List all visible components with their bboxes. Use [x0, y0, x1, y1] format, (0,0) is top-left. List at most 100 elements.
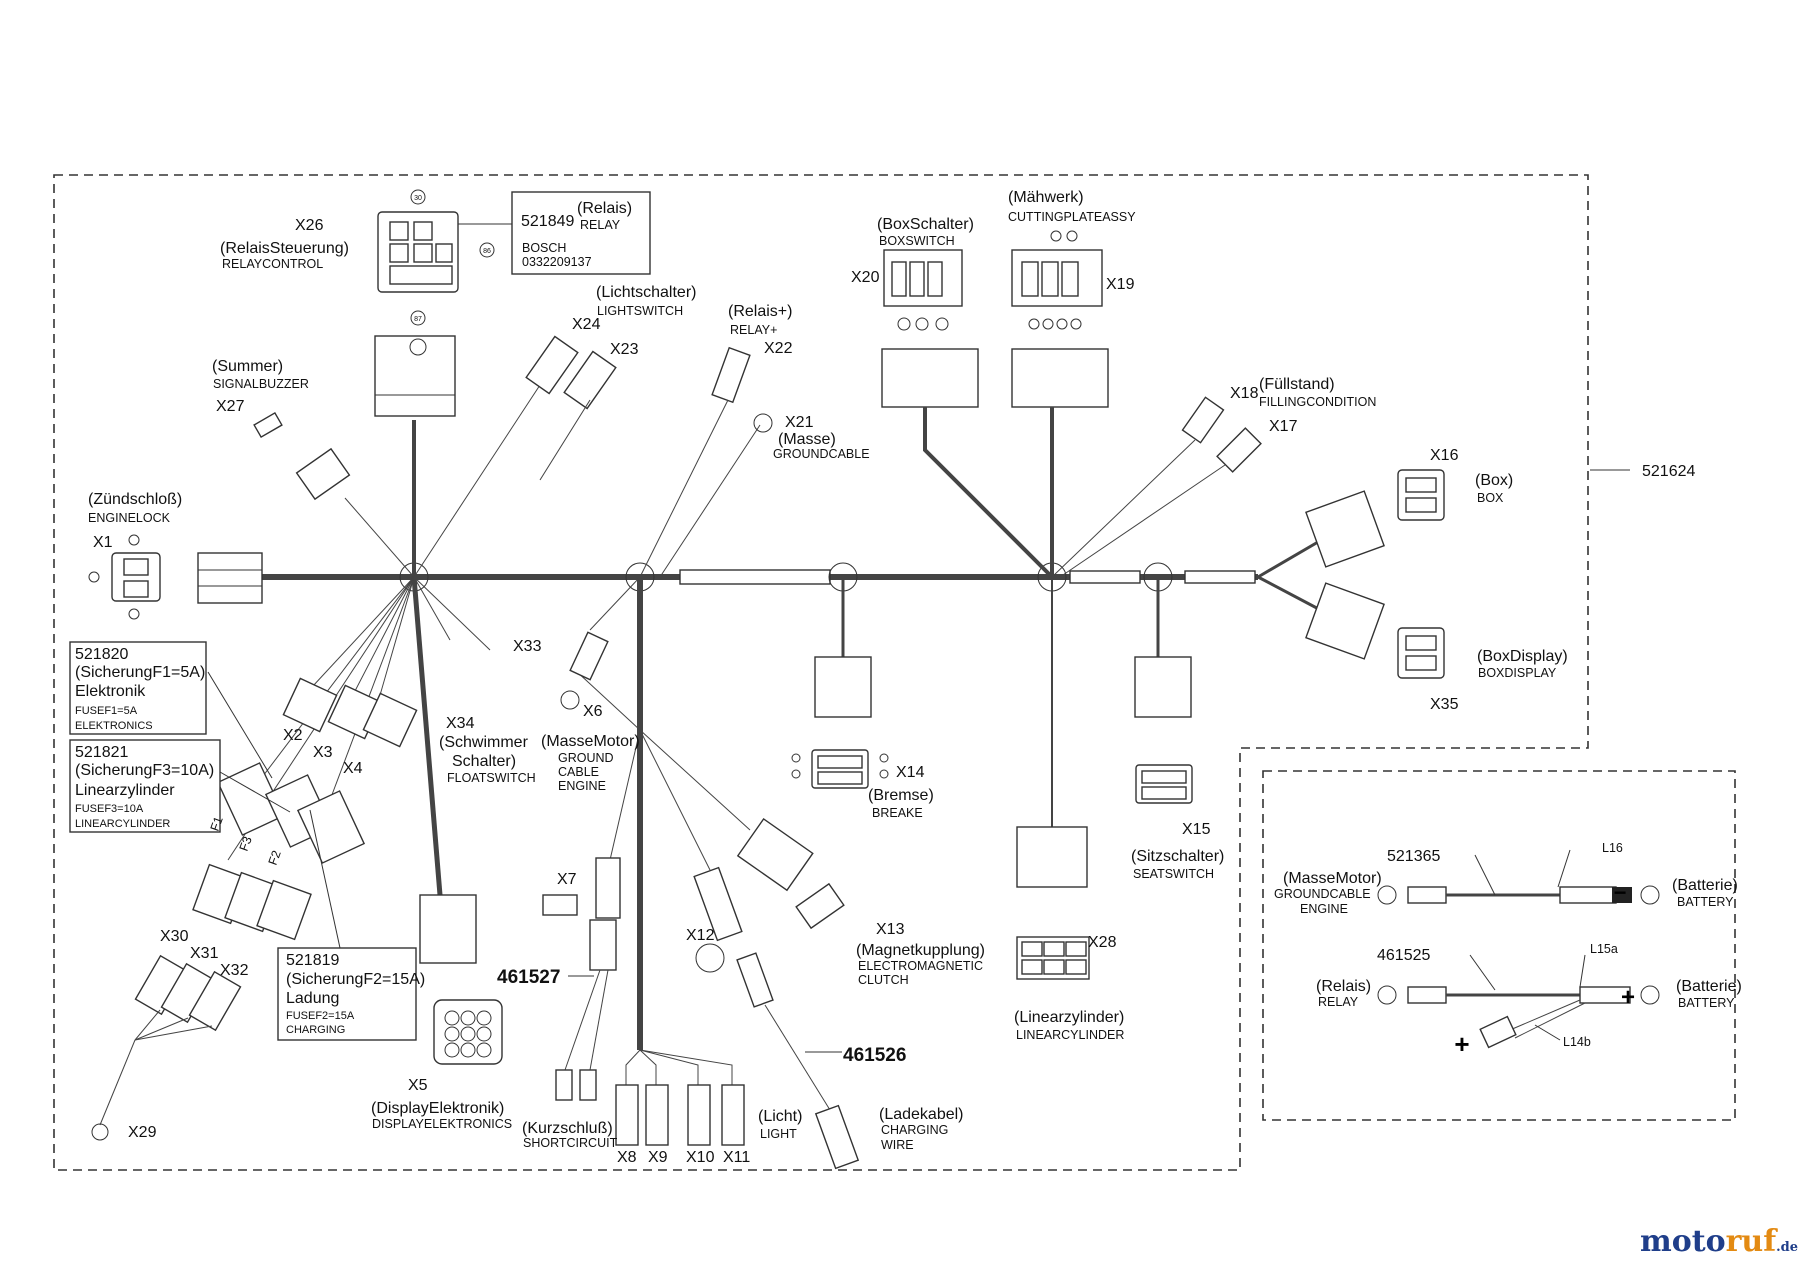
linear-cylinder-plug: [1016, 826, 1088, 888]
signal-buzzer-plug: [295, 447, 351, 501]
clutch-plug: [736, 817, 814, 892]
label-seatswitch: SEATSWITCH: [1133, 867, 1214, 881]
x18-plug: [1181, 396, 1225, 444]
battery-cables-boundary: [1262, 770, 1736, 1121]
label-relay2: RELAY: [1318, 995, 1359, 1009]
label-x33: X33: [513, 638, 542, 655]
label-fusef2: FUSEF2=15A: [286, 1010, 355, 1022]
label-magnetkupplung: (Magnetkupplung): [856, 942, 985, 959]
label-chargingcap: CHARGING: [881, 1123, 948, 1137]
label-linearcylinder2: LINEARCYLINDER: [1016, 1028, 1124, 1042]
label-x7: X7: [557, 871, 577, 888]
clutch-connector-x13: [795, 882, 845, 930]
label-x20: X20: [851, 269, 880, 286]
label-x8: X8: [617, 1149, 637, 1166]
label-displayelektronik: (DisplayElektronik): [371, 1100, 504, 1117]
label-batterie2: (Batterie): [1676, 978, 1742, 995]
label-electromagnetic: ELECTROMAGNETIC: [858, 959, 983, 973]
label-relayplus: RELAY+: [730, 323, 777, 337]
linear-cylinder-connector-x28: [1016, 936, 1090, 980]
label-521821: 521821: [75, 744, 128, 761]
label-schalter: Schalter): [452, 753, 516, 770]
label-x29: X29: [128, 1124, 157, 1141]
label-breake: BREAKE: [872, 806, 923, 820]
label-x35: X35: [1430, 696, 1459, 713]
x7-connector: [542, 894, 578, 916]
label-x11: X11: [723, 1149, 750, 1166]
label-sicherungf3: (SicherungF3=10A): [75, 762, 214, 779]
harness-sleeve: [679, 569, 831, 585]
label-x31: X31: [190, 945, 219, 962]
label-battery1: BATTERY: [1677, 895, 1734, 909]
brake-connector-x14: [791, 749, 889, 789]
label-x28: X28: [1088, 934, 1117, 951]
x29-eyelet: [91, 1123, 109, 1141]
label-x22: X22: [764, 340, 793, 357]
label-x13: X13: [876, 921, 905, 938]
label-pin87: 87: [414, 316, 422, 323]
label-f3: F3: [237, 834, 255, 853]
fuse-f1-callout: [69, 641, 207, 735]
label-x17: X17: [1269, 418, 1298, 435]
x12-socket: [695, 943, 725, 973]
label-cuttingplateassy: CUTTINGPLATEASSY: [1008, 210, 1136, 224]
cutting-plate-plug: [1011, 348, 1109, 408]
label-x16: X16: [1430, 447, 1459, 464]
label-enginelock: ENGINELOCK: [88, 511, 171, 525]
x11-plug: [721, 1084, 745, 1146]
label-x27: X27: [216, 398, 245, 415]
label-schwimmer: (Schwimmer: [439, 734, 529, 751]
fuse-f3-callout: [69, 739, 221, 833]
label-x3: X3: [313, 744, 333, 761]
main-harness: [262, 562, 1258, 592]
label-pin30: 30: [414, 195, 422, 202]
short-circuit-plug-2: [589, 919, 617, 971]
label-x23: X23: [610, 341, 639, 358]
label-x4: X4: [343, 760, 363, 777]
label-ladung: Ladung: [286, 990, 339, 1007]
label-sicherungf2: (SicherungF2=15A): [286, 971, 425, 988]
label-lichtschalter: (Lichtschalter): [596, 284, 696, 301]
x8-plug: [615, 1084, 639, 1146]
label-ground: GROUND: [558, 751, 614, 765]
label-massemotor2: (MasseMotor): [1283, 870, 1382, 887]
label-bremse: (Bremse): [868, 787, 934, 804]
label-boxdisplaycap: BOXDISPLAY: [1478, 666, 1557, 680]
label-relay: RELAY: [580, 218, 621, 232]
label-fuellstand: (Füllstand): [1259, 376, 1335, 393]
engine-lock-connector: [88, 534, 161, 620]
label-l14b: L14b: [1563, 1035, 1591, 1049]
label-boxswitch: BOXSWITCH: [879, 234, 955, 248]
label-521624: 521624: [1642, 463, 1695, 480]
label-fillingcondition: FILLINGCONDITION: [1259, 395, 1376, 409]
brake-plug: [814, 656, 872, 718]
minus-symbol: −: [1614, 880, 1627, 905]
label-x9: X9: [648, 1149, 668, 1166]
label-x6: X6: [583, 703, 603, 720]
x24-plug: [525, 335, 579, 395]
label-wire: WIRE: [881, 1138, 914, 1152]
label-relais2: (Relais): [1316, 978, 1371, 995]
fuse-f2-callout: [277, 947, 417, 1041]
label-summer: (Summer): [212, 358, 283, 375]
harness-boundary-521624: [53, 174, 1589, 1171]
label-461527: 461527: [497, 967, 560, 988]
label-zuendschloss: (Zündschloß): [88, 491, 182, 508]
label-massemotor: (MasseMotor): [541, 733, 640, 750]
battery-cable-461525: [1377, 954, 1660, 1049]
label-relais: (Relais): [577, 200, 632, 217]
signal-buzzer-connector: [253, 411, 283, 439]
plus-symbol-2: +: [1454, 1029, 1469, 1059]
label-f2: F2: [266, 848, 284, 867]
label-battery2: BATTERY: [1678, 996, 1735, 1010]
label-x2: X2: [283, 727, 303, 744]
box-plug: [1305, 490, 1385, 568]
seat-switch-connector-x15: [1135, 764, 1193, 804]
relay-plug: [374, 335, 456, 417]
label-l16: L16: [1602, 841, 1623, 855]
label-521365: 521365: [1387, 848, 1440, 865]
plus-symbol-1: +: [1621, 984, 1635, 1011]
label-displayelektronics: DISPLAYELEKTRONICS: [372, 1117, 512, 1131]
label-engine: ENGINE: [558, 779, 606, 793]
